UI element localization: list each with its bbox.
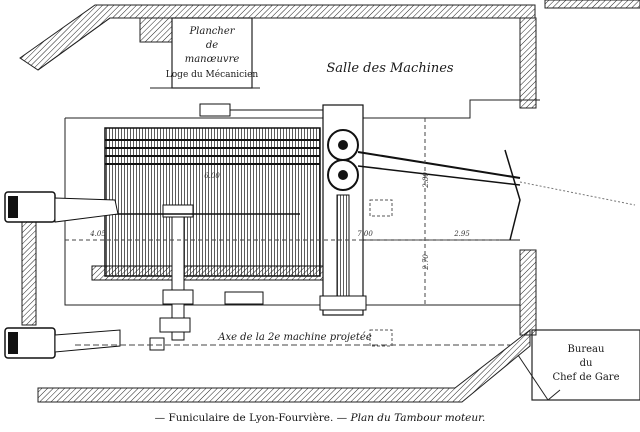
winding-drum <box>91 127 329 281</box>
drive-shaft <box>110 204 300 351</box>
dim-center-span: 7.00 <box>357 230 373 238</box>
station-master-label-3: Chef de Gare <box>552 372 619 383</box>
dim-vertical-lower: 2.70 <box>422 254 430 271</box>
caption-title: — Funiculaire de Lyon-Fourvière. — <box>154 412 348 424</box>
pulley-assembly <box>199 103 367 316</box>
control-floor-label-1: Plancher <box>188 26 235 37</box>
drum-plan-drawing: Plancher de manœuvre Loge du Mécanicien … <box>4 0 640 403</box>
dim-left-offset: 4.05 <box>89 230 106 238</box>
dim-drum-diameter: 6.00 <box>204 172 220 180</box>
control-floor-label-3: manœuvre <box>185 54 240 65</box>
station-master-label-2: du <box>580 358 593 369</box>
mechanic-lodge-label: Loge du Mécanicien <box>166 69 259 80</box>
control-floor-structure <box>139 17 260 89</box>
machine-room-label: Salle des Machines <box>326 61 454 76</box>
building-walls <box>19 0 640 403</box>
projected-axis-label: Axe de la 2e machine projetée <box>217 332 372 343</box>
control-levers <box>4 191 121 359</box>
figure-caption: — Funiculaire de Lyon-Fourvière. — Plan … <box>0 412 640 424</box>
station-master-label-1: Bureau <box>568 344 605 355</box>
control-floor-label-2: de <box>206 40 218 51</box>
outgoing-cable <box>357 149 636 241</box>
dimension-lines <box>65 118 510 347</box>
dim-right-span: 2.95 <box>453 230 470 238</box>
station-master-office <box>517 329 640 401</box>
dim-vertical-upper: 2.80 <box>422 172 430 189</box>
caption-subtitle: Plan du Tambour moteur. <box>350 412 486 424</box>
